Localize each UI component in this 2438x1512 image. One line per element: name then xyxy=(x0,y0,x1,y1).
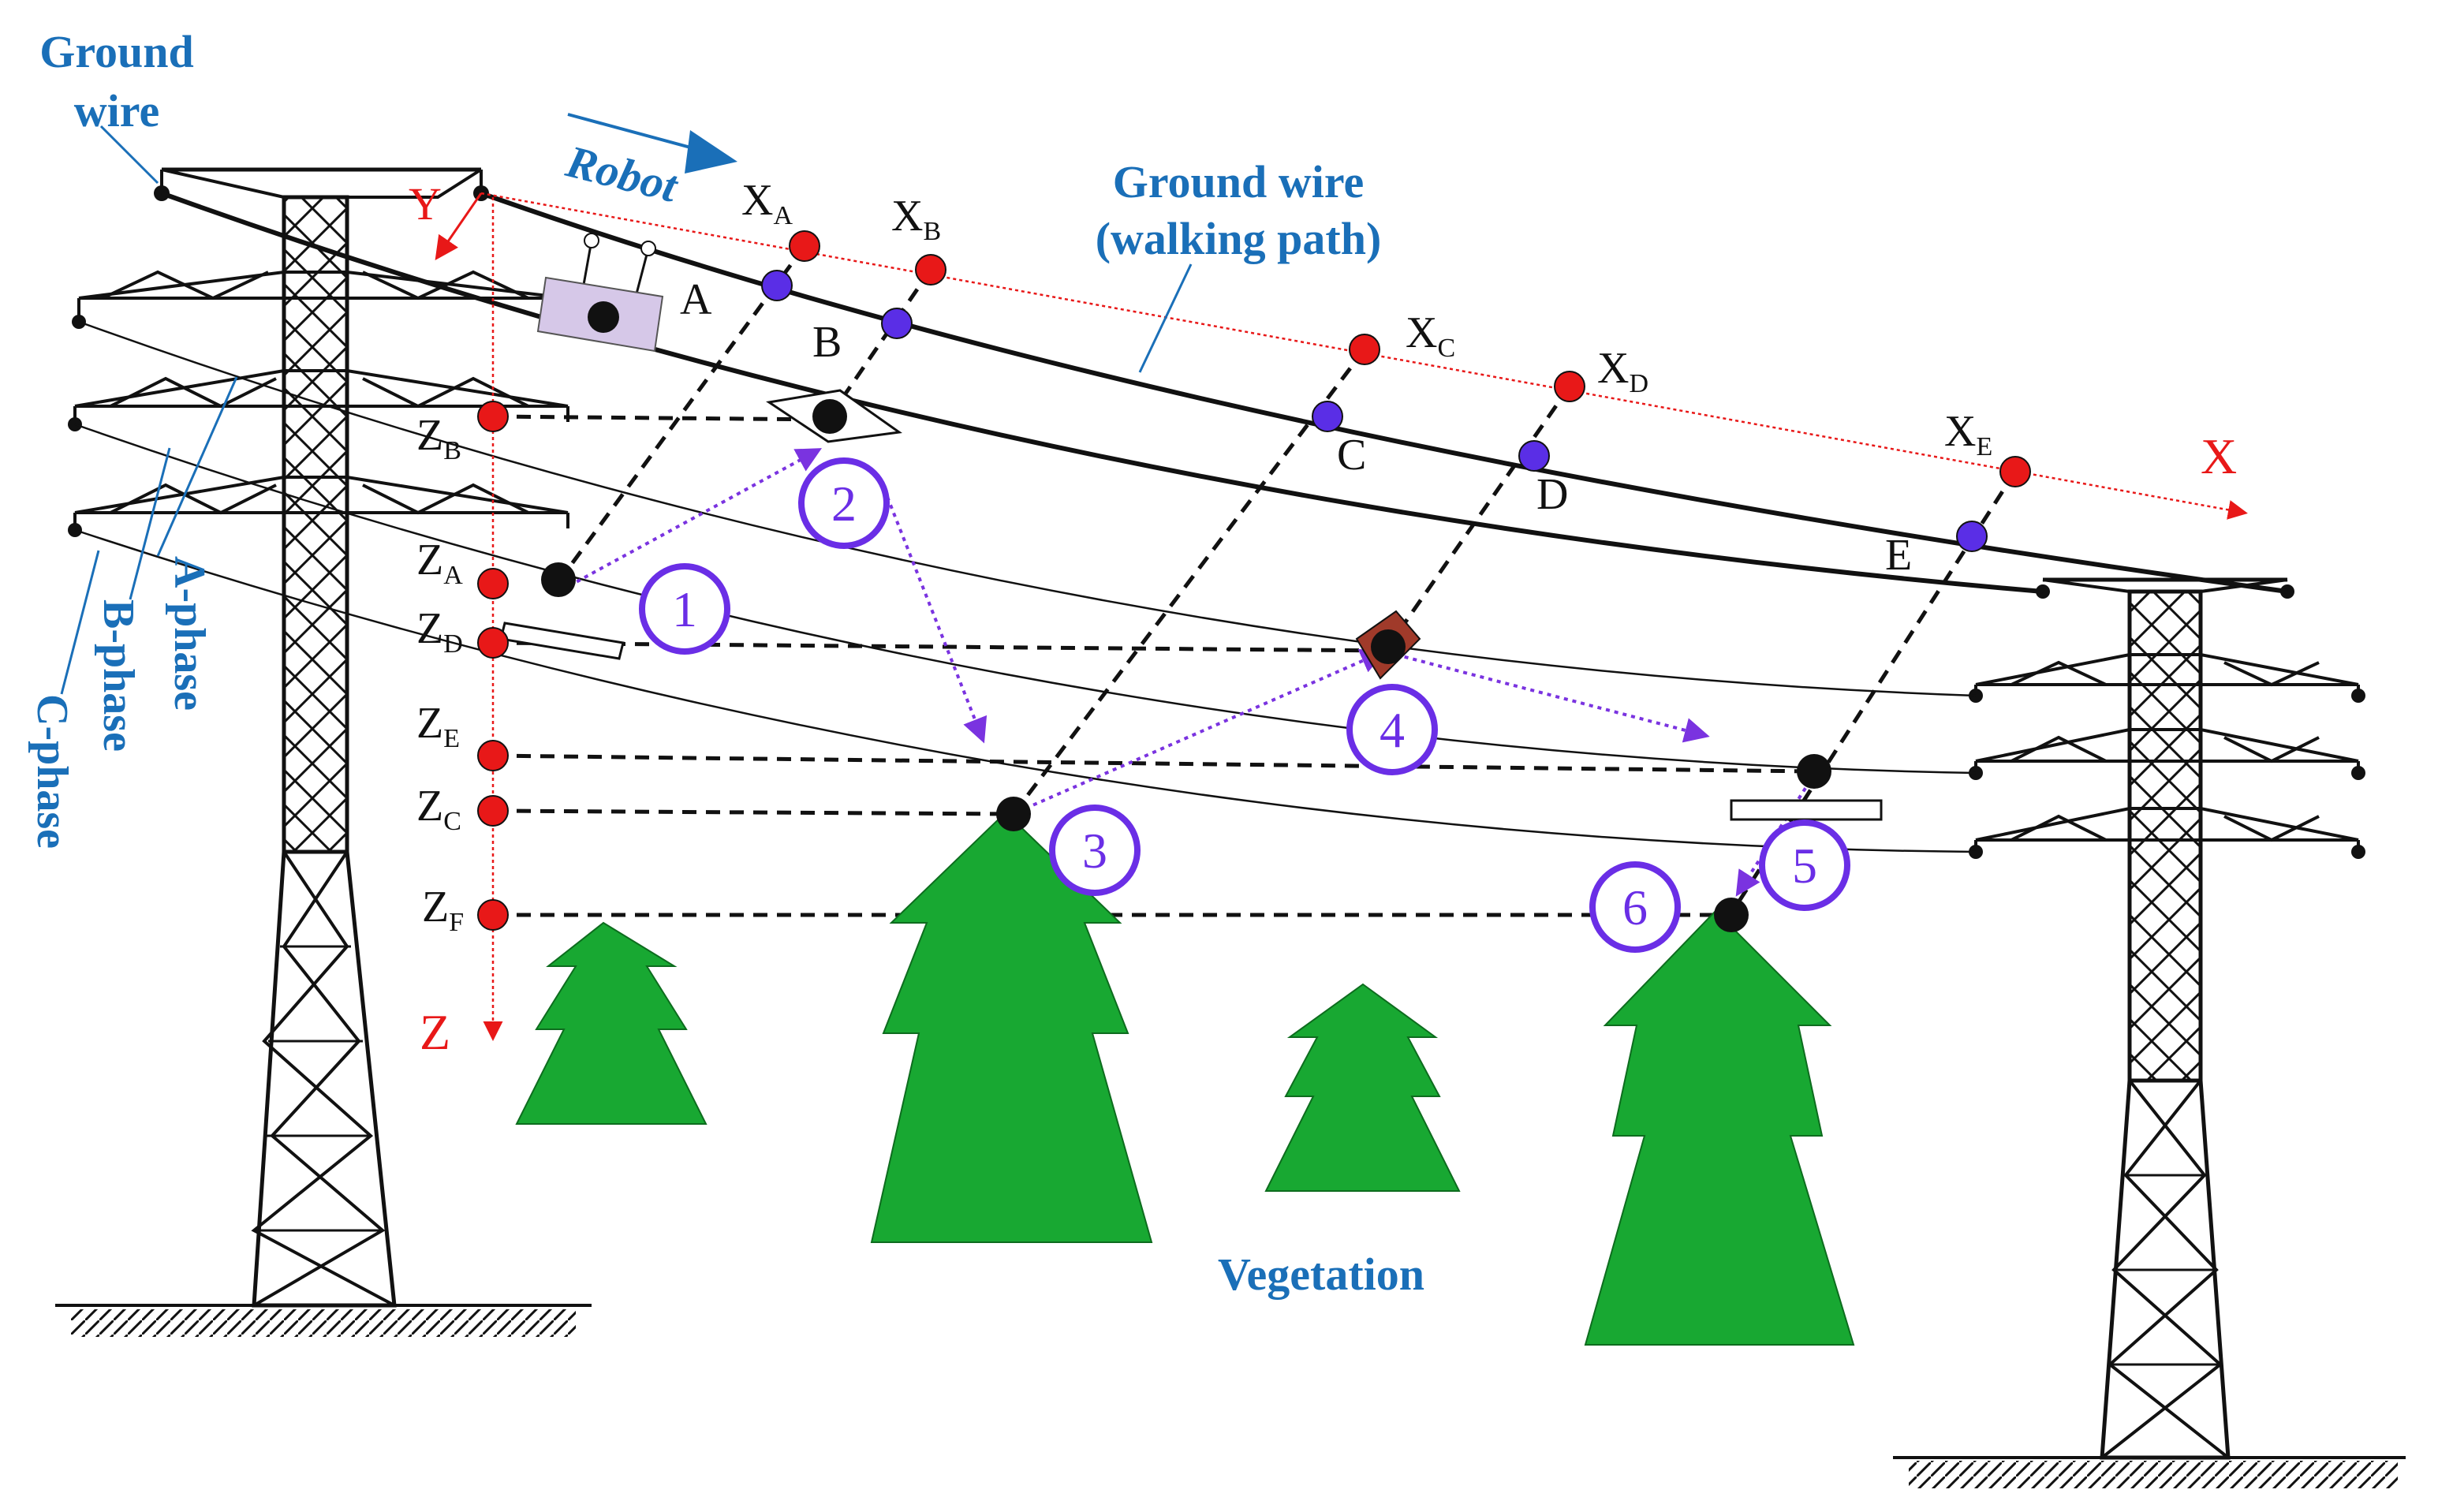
inspection-path xyxy=(561,448,1812,897)
z-marker-label: ZF xyxy=(422,883,464,937)
x-marker-label: XB xyxy=(891,192,941,246)
vegetation-trees xyxy=(515,811,1855,1346)
step-number: 6 xyxy=(1622,879,1648,935)
x-marker-label: XA xyxy=(741,176,793,230)
x-marker-labels: XA XB XC XD XE xyxy=(741,176,1992,461)
point-label-a: A xyxy=(680,275,712,324)
point-label-b: B xyxy=(812,318,842,367)
robot-label: Robot xyxy=(561,135,684,212)
annotation-labels: Ground wire Ground wire (walking path) R… xyxy=(28,26,1424,1300)
step-number: 5 xyxy=(1792,838,1817,894)
step-markers: 1 2 3 4 5 6 xyxy=(639,457,1850,953)
z-marker-label: ZB xyxy=(416,411,461,465)
z-marker-label: ZE xyxy=(416,699,460,753)
z-marker-label: ZA xyxy=(416,536,463,590)
b-phase-wire xyxy=(74,423,1977,775)
point-label-c: C xyxy=(1337,431,1366,480)
point-labels: A B C D E xyxy=(680,275,1912,580)
point-label-d: D xyxy=(1536,470,1568,519)
obstacle-insulator-1 xyxy=(499,622,625,660)
path-points xyxy=(761,270,1988,552)
c-phase-label: C-phase xyxy=(28,694,77,849)
z-marker-labels: ZB ZA ZD ZE ZC ZF xyxy=(416,411,464,937)
z-marker-label: ZD xyxy=(416,604,463,659)
x-marker-label: XE xyxy=(1944,407,1992,461)
ground-wire-walking-path xyxy=(480,191,2288,594)
left-tower xyxy=(55,167,592,1337)
z-marker-label: ZC xyxy=(416,782,461,836)
ground-wire-label: Ground xyxy=(39,26,194,77)
right-tower xyxy=(1893,577,2406,1488)
y-axis-label: Y xyxy=(409,178,442,230)
walking-path-label: Ground wire xyxy=(1113,156,1365,207)
step-number: 4 xyxy=(1380,702,1405,758)
x-axis xyxy=(480,192,2248,520)
a-phase-wire xyxy=(78,320,1977,697)
point-label-e: E xyxy=(1885,531,1912,580)
y-axis xyxy=(435,192,483,260)
a-phase-label: A-phase xyxy=(165,556,214,711)
obstacle-nodes xyxy=(541,399,1831,932)
z-axis-label: Z xyxy=(420,1004,450,1060)
step-number: 2 xyxy=(831,476,857,532)
x-marker-label: XC xyxy=(1406,308,1455,363)
x-marker-label: XD xyxy=(1597,344,1648,398)
robot xyxy=(536,233,664,353)
step-number: 3 xyxy=(1082,823,1107,879)
b-phase-label: B-phase xyxy=(94,599,143,752)
axis-markers xyxy=(477,230,2031,931)
c-phase-wire xyxy=(74,528,1977,853)
vegetation-label: Vegetation xyxy=(1218,1249,1424,1300)
ground-wire-label: wire xyxy=(74,85,159,136)
obstacle-insulator-5 xyxy=(1730,799,1883,821)
ground-wire-left xyxy=(160,191,2044,594)
x-axis-label: X xyxy=(2201,428,2237,484)
step-number: 1 xyxy=(672,581,697,637)
coordinate-axes: X Y Z xyxy=(409,178,2248,1060)
walking-path-label: (walking path) xyxy=(1096,213,1382,264)
